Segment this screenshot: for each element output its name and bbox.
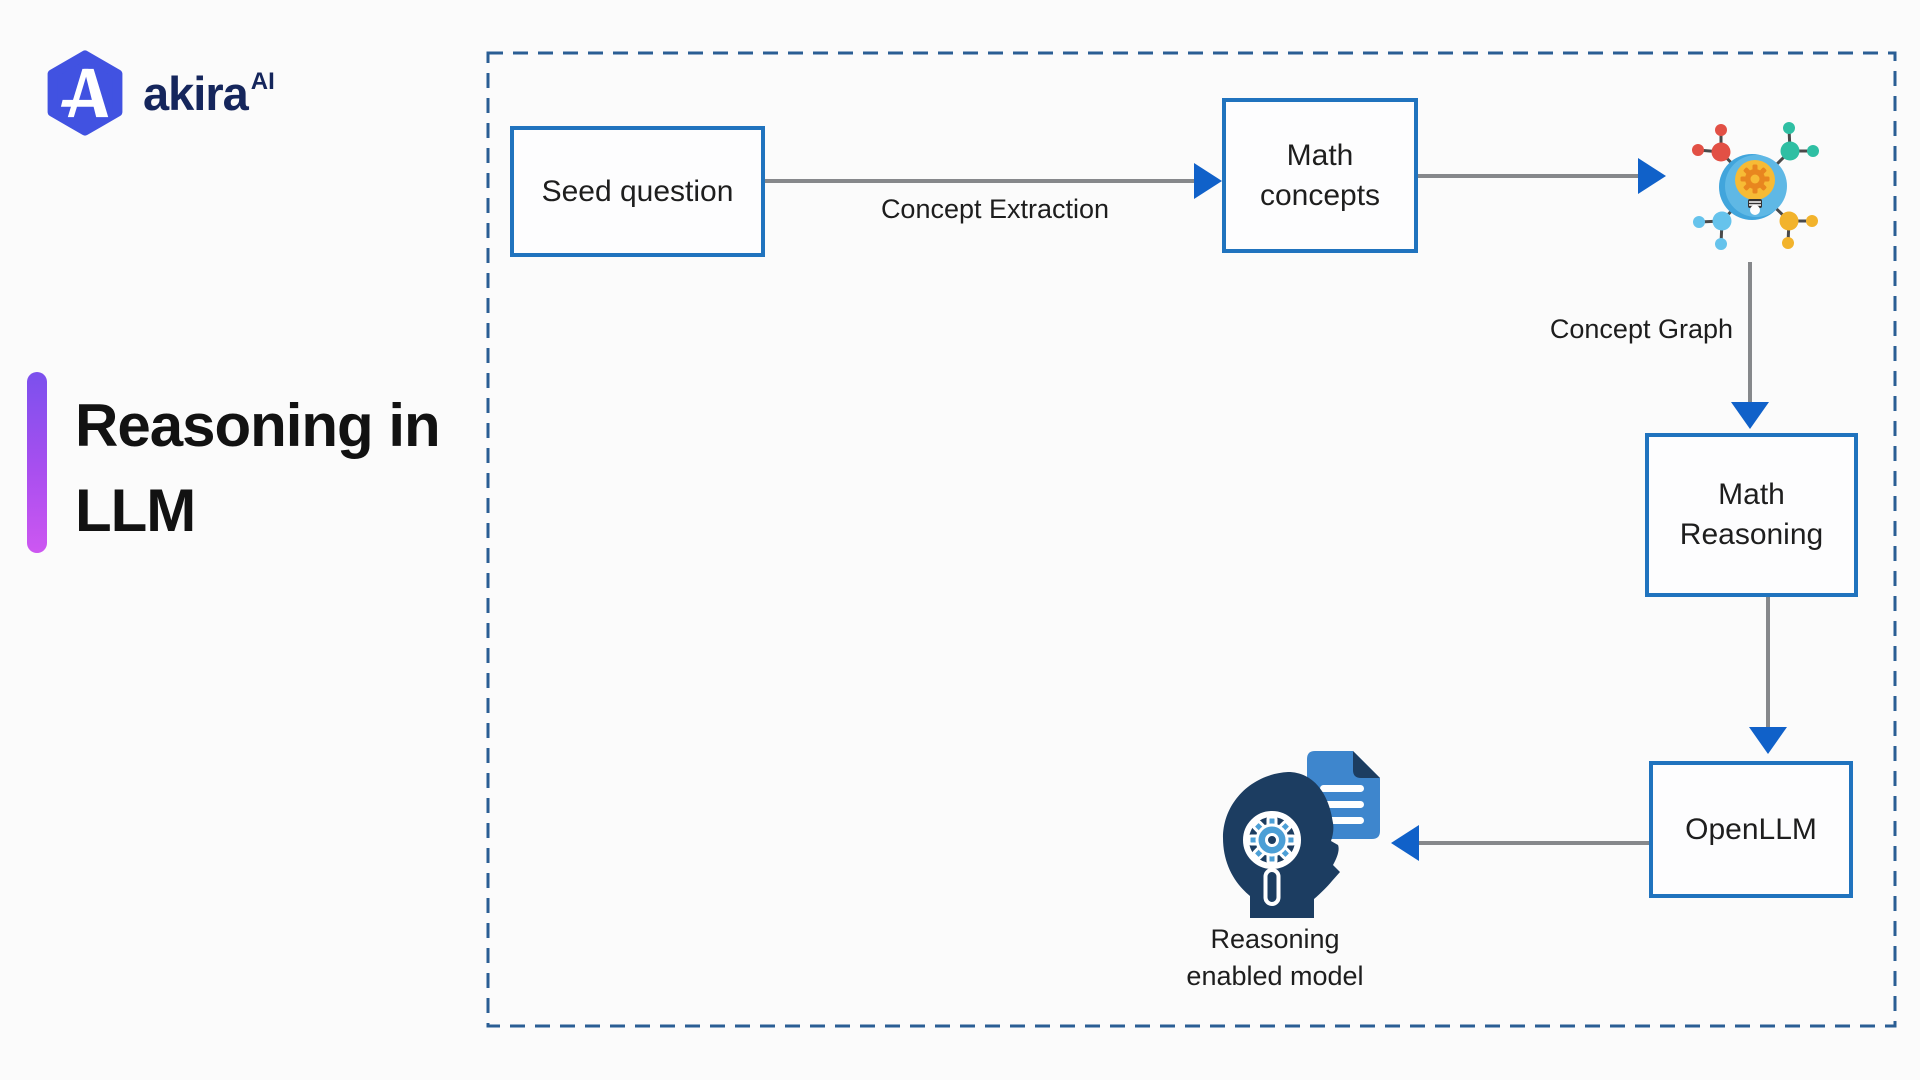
node-seed-question-label: Seed question	[541, 174, 734, 208]
brand-superscript: AI	[250, 67, 275, 95]
model-caption-line2: enabled model	[1186, 961, 1364, 991]
node-math-concepts-label: Math concepts	[1259, 138, 1381, 212]
edge-label-concept-extraction: Concept Extraction	[880, 194, 1110, 224]
diagram-frame	[486, 51, 1897, 1028]
connector-graph-to-reasoning	[1748, 262, 1752, 402]
page-title: Reasoning in LLM	[75, 383, 441, 553]
arrowhead-concepts-to-graph	[1638, 158, 1666, 194]
arrowhead-seed-to-concepts	[1194, 163, 1222, 199]
connector-reasoning-to-openllm	[1766, 597, 1770, 727]
page-title-line2: LLM	[75, 477, 196, 544]
concept-graph-icon	[1688, 106, 1828, 269]
connector-openllm-to-model	[1419, 841, 1649, 845]
magnifier-gear-icon	[1243, 811, 1301, 906]
node-seed-question: Seed question	[510, 126, 765, 257]
page-title-line1: Reasoning in	[75, 392, 441, 459]
title-accent-bar	[27, 372, 47, 553]
brand-text: akira	[143, 66, 249, 120]
reasoning-model-icon	[1210, 746, 1388, 923]
node-math-reasoning: Math Reasoning	[1645, 433, 1858, 597]
arrowhead-graph-to-reasoning	[1731, 402, 1769, 429]
edge-label-concept-graph: Concept Graph	[1549, 314, 1733, 344]
arrowhead-openllm-to-model	[1391, 825, 1419, 861]
arrowhead-reasoning-to-openllm	[1749, 727, 1787, 754]
connector-concepts-to-graph	[1418, 174, 1638, 178]
node-math-concepts: Math concepts	[1222, 98, 1418, 253]
akira-hexagon-icon	[47, 50, 123, 136]
node-openllm: OpenLLM	[1649, 761, 1853, 898]
connector-seed-to-concepts	[765, 179, 1194, 183]
model-caption-line1: Reasoning	[1210, 924, 1340, 954]
model-caption: Reasoning enabled model	[1155, 921, 1395, 995]
node-math-reasoning-label: Math Reasoning	[1679, 478, 1824, 551]
node-openllm-label: OpenLLM	[1685, 812, 1817, 846]
